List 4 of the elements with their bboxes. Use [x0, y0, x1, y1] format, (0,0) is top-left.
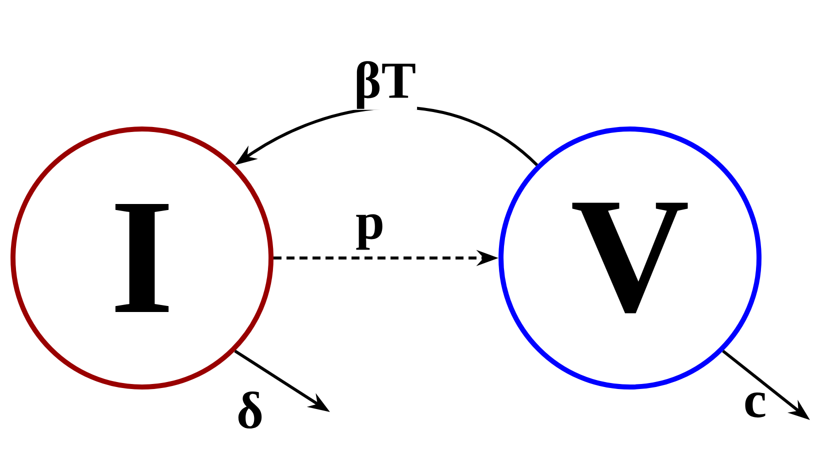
edge-label: c — [742, 392, 768, 418]
edge-label: βT — [352, 60, 418, 110]
edge-label: δ — [236, 390, 264, 430]
edge-label: p — [354, 213, 386, 251]
